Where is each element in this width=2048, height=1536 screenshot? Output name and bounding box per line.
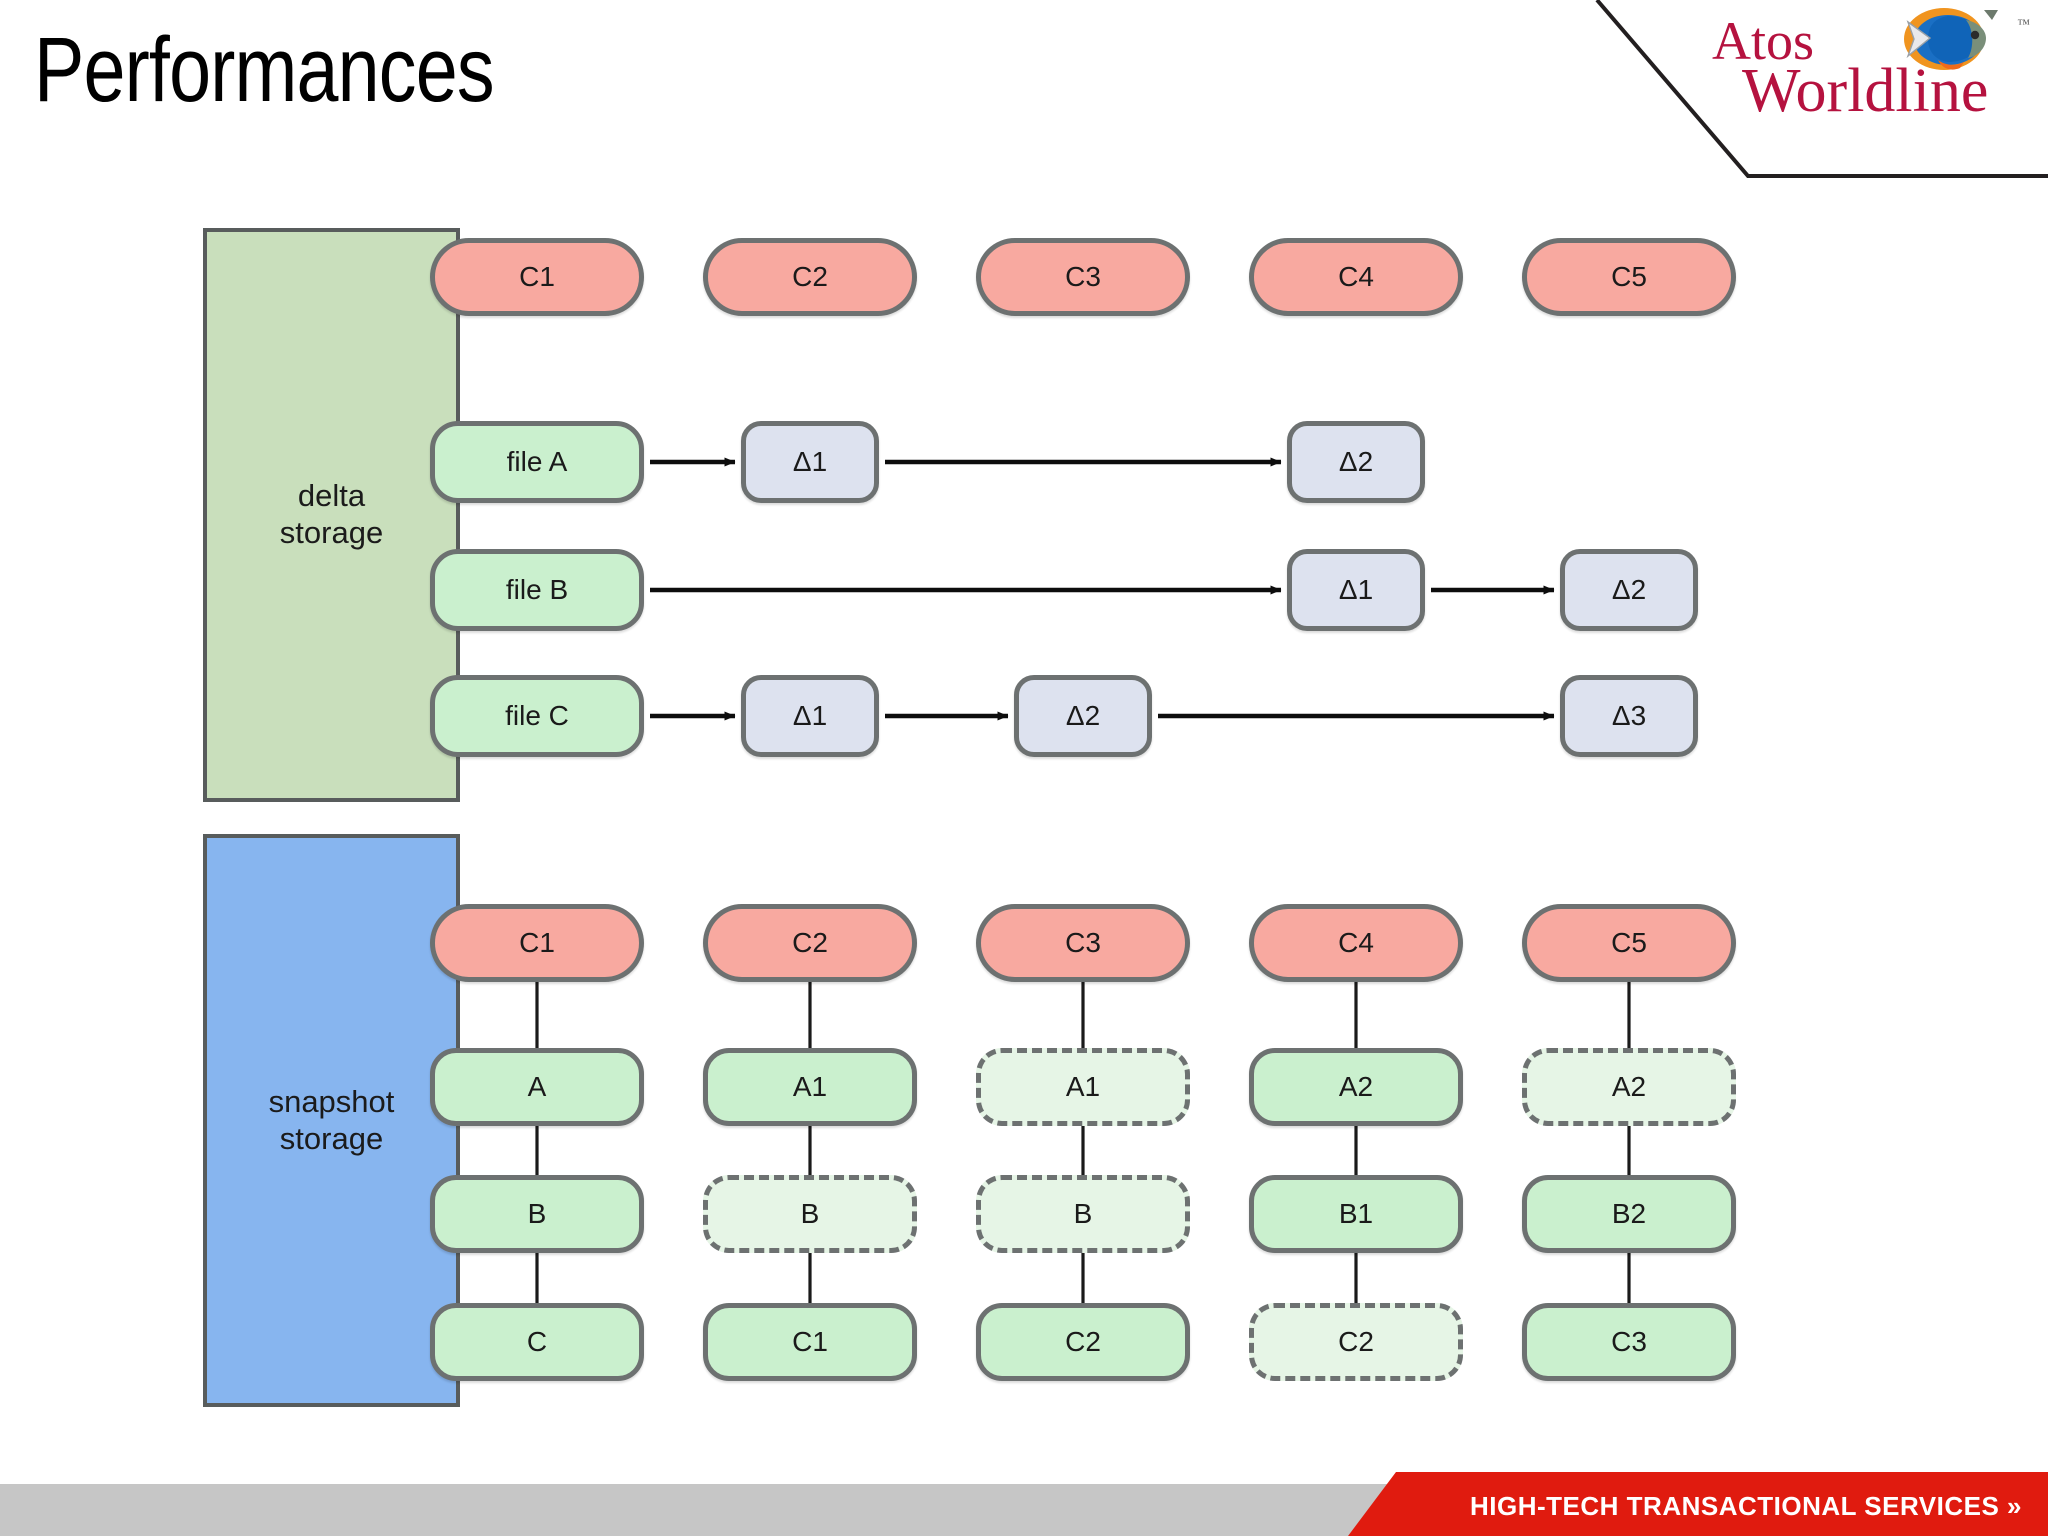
- snapshot-node-C5-A2-ghost[interactable]: A2: [1522, 1048, 1736, 1126]
- delta-file-node-file-b[interactable]: file B: [430, 549, 644, 631]
- node-label: C3: [1065, 261, 1101, 292]
- section-label-snapshot-storage: snapshot storage: [203, 834, 460, 1407]
- node-label: C2: [1338, 1326, 1374, 1357]
- snapshot-node-C3-A1-ghost[interactable]: A1: [976, 1048, 1190, 1126]
- node-label: Δ2: [1611, 574, 1647, 605]
- delta-commit-node-C5[interactable]: C5: [1522, 238, 1736, 316]
- delta-node-file-b-2[interactable]: Δ2: [1560, 549, 1698, 631]
- node-label: B: [527, 1198, 547, 1229]
- slide-footer: HIGH-TECH TRANSACTIONAL SERVICES »: [0, 1472, 2048, 1536]
- node-label: C5: [1611, 927, 1647, 958]
- slide-header: Performances Atos Worldline ™: [0, 0, 2048, 178]
- page-title: Performances: [34, 19, 495, 121]
- header-decoration: [1595, 0, 2048, 178]
- snapshot-node-C4-B1[interactable]: B1: [1249, 1175, 1463, 1253]
- node-label: C2: [1065, 1326, 1101, 1357]
- node-label: B2: [1611, 1198, 1647, 1229]
- delta-node-file-a-1[interactable]: Δ1: [741, 421, 879, 503]
- node-label: B1: [1338, 1198, 1374, 1229]
- node-label: C1: [792, 1326, 828, 1357]
- delta-node-file-c-3[interactable]: Δ3: [1560, 675, 1698, 757]
- snapshot-node-C2-B-ghost[interactable]: B: [703, 1175, 917, 1253]
- node-label: A: [527, 1071, 547, 1102]
- delta-file-node-file-a[interactable]: file A: [430, 421, 644, 503]
- snapshot-node-C1-B[interactable]: B: [430, 1175, 644, 1253]
- delta-node-file-c-1[interactable]: Δ1: [741, 675, 879, 757]
- node-label: A2: [1611, 1071, 1647, 1102]
- delta-storage-label-line2: storage: [279, 515, 384, 550]
- atos-worldline-logo: Atos Worldline ™: [1706, 4, 2036, 128]
- node-label: file A: [506, 446, 568, 477]
- footer-red-banner: [1348, 1472, 2048, 1536]
- logo-text-atos: Atos: [1712, 11, 1815, 71]
- node-label: C4: [1338, 261, 1374, 292]
- snapshot-node-C4-A2[interactable]: A2: [1249, 1048, 1463, 1126]
- node-label: C3: [1611, 1326, 1647, 1357]
- snapshot-storage-label-line2: storage: [279, 1120, 384, 1156]
- delta-commit-node-C2[interactable]: C2: [703, 238, 917, 316]
- node-label: Δ2: [1338, 446, 1374, 477]
- node-label: C: [526, 1326, 548, 1357]
- node-label: C2: [792, 927, 828, 958]
- node-label: C3: [1065, 927, 1101, 958]
- node-label: B: [1073, 1198, 1093, 1229]
- delta-commit-node-C4[interactable]: C4: [1249, 238, 1463, 316]
- node-label: file C: [505, 700, 569, 731]
- tropical-fish-icon: [1904, 8, 1998, 70]
- node-label: C4: [1338, 927, 1374, 958]
- snapshot-node-C2-A1[interactable]: A1: [703, 1048, 917, 1126]
- node-label: B: [800, 1198, 820, 1229]
- node-label: Δ1: [1338, 574, 1374, 605]
- node-label: A1: [792, 1071, 828, 1102]
- snapshot-commit-node-C3[interactable]: C3: [976, 904, 1190, 982]
- node-label: Δ1: [792, 446, 828, 477]
- node-label: A1: [1065, 1071, 1101, 1102]
- delta-commit-node-C1[interactable]: C1: [430, 238, 644, 316]
- node-label: file B: [505, 574, 569, 605]
- snapshot-node-C4-C2-ghost[interactable]: C2: [1249, 1303, 1463, 1381]
- snapshot-node-C5-C3[interactable]: C3: [1522, 1303, 1736, 1381]
- delta-node-file-b-1[interactable]: Δ1: [1287, 549, 1425, 631]
- snapshot-node-C1-C[interactable]: C: [430, 1303, 644, 1381]
- delta-node-file-a-2[interactable]: Δ2: [1287, 421, 1425, 503]
- delta-commit-node-C3[interactable]: C3: [976, 238, 1190, 316]
- delta-node-file-c-2[interactable]: Δ2: [1014, 675, 1152, 757]
- section-label-delta-storage: delta storage: [203, 228, 460, 802]
- snapshot-node-C3-C2[interactable]: C2: [976, 1303, 1190, 1381]
- trademark-symbol: ™: [2017, 16, 2030, 31]
- node-label: C5: [1611, 261, 1647, 292]
- snapshot-commit-node-C1[interactable]: C1: [430, 904, 644, 982]
- snapshot-node-C3-B-ghost[interactable]: B: [976, 1175, 1190, 1253]
- node-label: C1: [519, 927, 555, 958]
- snapshot-commit-node-C4[interactable]: C4: [1249, 904, 1463, 982]
- snapshot-node-C1-A[interactable]: A: [430, 1048, 644, 1126]
- snapshot-node-C2-C1[interactable]: C1: [703, 1303, 917, 1381]
- delta-storage-label-line1: delta: [297, 478, 366, 514]
- node-label: C2: [792, 261, 828, 292]
- snapshot-storage-label-line1: snapshot: [268, 1083, 395, 1119]
- node-label: Δ1: [792, 700, 828, 731]
- node-label: Δ2: [1065, 700, 1101, 731]
- snapshot-node-C5-B2[interactable]: B2: [1522, 1175, 1736, 1253]
- snapshot-commit-node-C2[interactable]: C2: [703, 904, 917, 982]
- footer-banner-text: HIGH-TECH TRANSACTIONAL SERVICES »: [1470, 1491, 2022, 1521]
- node-label: A2: [1338, 1071, 1374, 1102]
- snapshot-commit-node-C5[interactable]: C5: [1522, 904, 1736, 982]
- node-label: Δ3: [1611, 700, 1647, 731]
- delta-file-node-file-c[interactable]: file C: [430, 675, 644, 757]
- node-label: C1: [519, 261, 555, 292]
